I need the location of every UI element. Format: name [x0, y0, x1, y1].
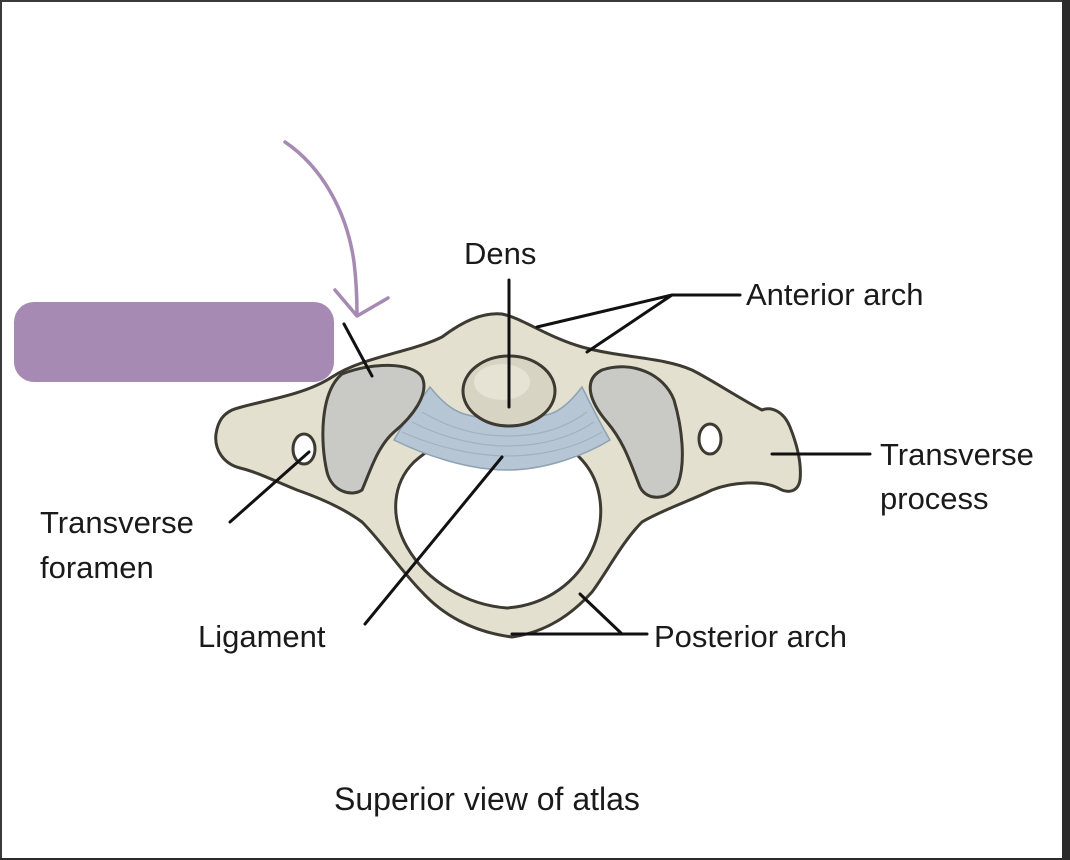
anterior-arch-leader — [535, 293, 742, 354]
label-ligament: Ligament — [198, 619, 326, 654]
annotation-arrow — [283, 140, 390, 318]
label-posterior-arch: Posterior arch — [654, 619, 847, 654]
label-transverse-foramen-1: Transverse — [40, 505, 194, 540]
right-transverse-foramen — [697, 422, 723, 456]
label-anterior-arch: Anterior arch — [746, 277, 923, 312]
posterior-arch-leader — [510, 592, 649, 636]
ligament-fiber-lines — [401, 411, 603, 457]
left-transverse-foramen — [291, 432, 317, 466]
label-transverse-process-1: Transverse — [880, 437, 1034, 472]
label-dens: Dens — [464, 236, 536, 271]
right-articular-facet — [588, 365, 684, 499]
figure-caption: Superior view of atlas — [334, 781, 640, 817]
left-facet-leader — [342, 322, 374, 378]
label-transverse-process-2: process — [880, 481, 989, 516]
transverse-foramen-leader — [228, 450, 311, 524]
left-articular-facet — [321, 363, 426, 495]
ligament-leader — [363, 455, 504, 626]
dens-highlight — [474, 364, 530, 400]
redaction-bar — [14, 302, 334, 382]
label-transverse-foramen-2: foramen — [40, 550, 154, 585]
